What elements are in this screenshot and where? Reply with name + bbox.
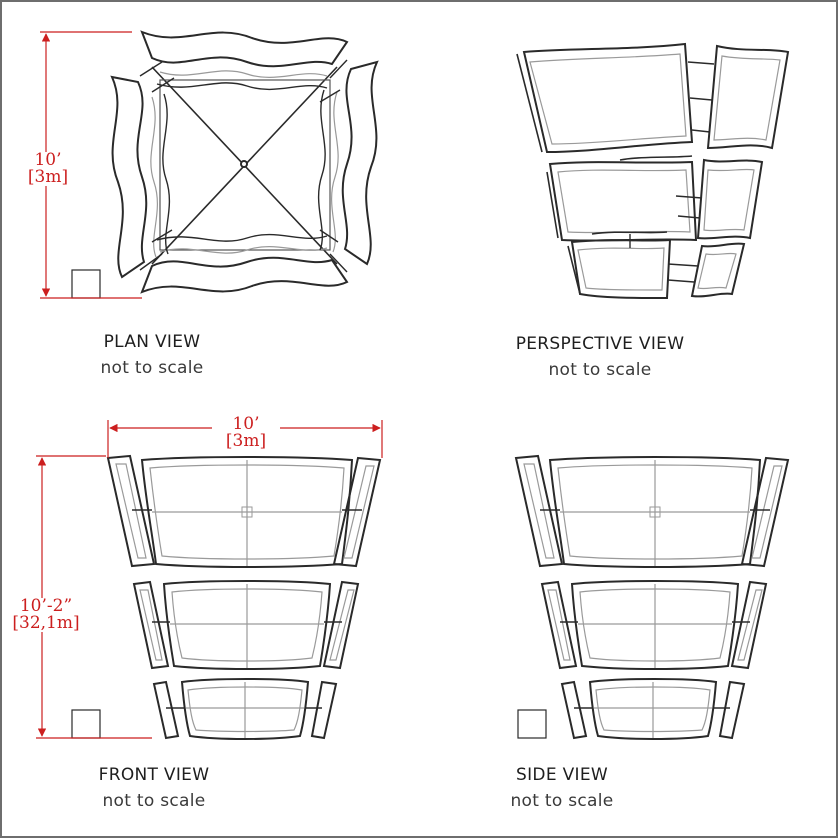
perspective-view-subtitle: not to scale (548, 360, 652, 380)
front-view-drawing (71, 454, 382, 740)
side-view-caption: SIDE VIEW not to scale (482, 765, 642, 811)
front-view-subtitle: not to scale (102, 791, 206, 811)
front-width-feet: 10’ (232, 414, 260, 434)
front-width-meters: [3m] (225, 431, 267, 451)
front-height-feet: 10’-2” (19, 596, 73, 616)
perspective-view-drawing (516, 42, 790, 300)
front-height-dimension (36, 455, 152, 739)
plan-dimension-meters: [3m] (27, 167, 69, 187)
perspective-view-caption: PERSPECTIVE VIEW not to scale (492, 334, 708, 380)
side-view-subtitle: not to scale (510, 791, 614, 811)
plan-view-caption: PLAN VIEW not to scale (72, 332, 232, 378)
plan-dimension-label: 10’ [3m] (16, 152, 80, 186)
plan-view-title: PLAN VIEW (103, 332, 201, 352)
side-view-title: SIDE VIEW (516, 765, 608, 785)
front-width-dimension-label: 10’ [3m] (212, 416, 280, 450)
side-view-drawing (514, 454, 790, 740)
plan-view-drawing (71, 30, 379, 299)
plan-view-subtitle: not to scale (100, 358, 204, 378)
front-view-title: FRONT VIEW (98, 765, 210, 785)
front-height-dimension-label: 10’-2” [32,1m] (8, 598, 84, 632)
front-view-caption: FRONT VIEW not to scale (74, 765, 234, 811)
perspective-view-title: PERSPECTIVE VIEW (515, 334, 685, 354)
front-height-meters: [32,1m] (12, 613, 80, 633)
plan-dimension-feet: 10’ (34, 150, 62, 170)
